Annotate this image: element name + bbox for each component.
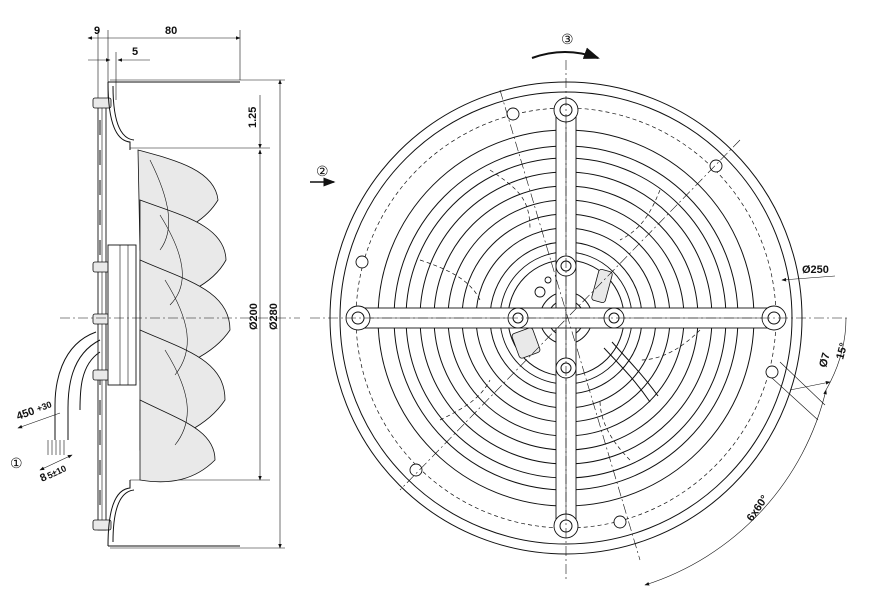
- dim-strip-length: 8: [38, 471, 49, 484]
- callout-2: ②: [316, 163, 329, 179]
- shroud-outline: [107, 81, 240, 547]
- motor-hub: [107, 244, 137, 386]
- dim-1-25: 1.25: [247, 107, 259, 128]
- dim-diameter-250: Ø250: [802, 264, 829, 276]
- dim-angle-6x60: 6x60°: [745, 493, 771, 524]
- dim-diameter-280: Ø280: [268, 303, 280, 330]
- airflow-direction: ②: [310, 163, 336, 187]
- side-view: 9 80 5 1.25 Ø200 Ø280: [10, 25, 300, 549]
- dim-cable-length-tolerance: +30: [35, 399, 53, 414]
- callout-3: ③: [561, 31, 574, 47]
- connector-box: [591, 269, 613, 303]
- fan-blades: [137, 149, 231, 483]
- mounting-holes: [355, 107, 779, 529]
- rotation-direction: ③: [531, 31, 600, 59]
- dim-diameter-200: Ø200: [248, 303, 260, 330]
- blade-edges: [419, 169, 701, 461]
- cable: [54, 331, 97, 440]
- dim-80: 80: [165, 25, 177, 37]
- dim-9: 9: [94, 25, 100, 37]
- dim-angle-15: 15°: [834, 342, 850, 361]
- dim-5: 5: [132, 46, 138, 58]
- callout-1: ①: [10, 455, 23, 471]
- front-view: Ø250 Ø7 15° 6x60°: [310, 60, 850, 586]
- dim-cable-length: 450: [15, 405, 36, 423]
- dim-hole-diameter-7: Ø7: [817, 351, 832, 368]
